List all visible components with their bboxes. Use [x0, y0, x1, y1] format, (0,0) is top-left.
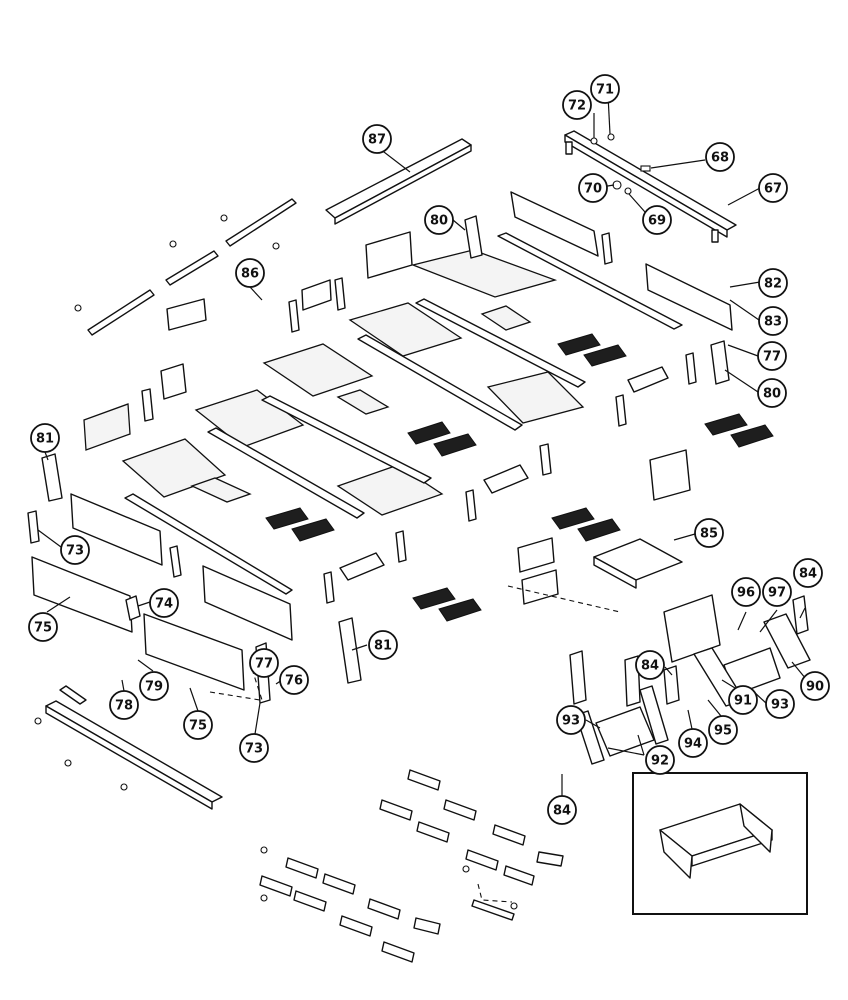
callout-84-bottom: 84 — [547, 795, 577, 825]
callout-93-right: 93 — [765, 689, 795, 719]
callout-75-center: 75 — [183, 710, 213, 740]
callout-75-center-label: 75 — [189, 719, 207, 734]
callout-67: 67 — [758, 173, 788, 203]
callout-72: 72 — [562, 90, 592, 120]
callout-91: 91 — [728, 685, 758, 715]
callout-67-label: 67 — [764, 182, 782, 197]
callout-86-label: 86 — [241, 267, 259, 282]
callout-75-left-label: 75 — [34, 621, 52, 636]
uprights — [27, 215, 730, 704]
callout-79: 79 — [139, 671, 169, 701]
rail-67 — [564, 130, 737, 243]
leader-lines — [37, 94, 807, 796]
callout-94-label: 94 — [684, 737, 702, 752]
callout-78-label: 78 — [115, 699, 133, 714]
callout-81-left: 81 — [30, 423, 60, 453]
parts-drawing — [27, 130, 811, 963]
callout-73-lower-label: 73 — [245, 742, 263, 757]
callout-91-label: 91 — [734, 694, 752, 709]
callout-69-label: 69 — [648, 214, 666, 229]
bottom-rail — [34, 685, 223, 810]
callout-76: 76 — [279, 665, 309, 695]
callout-92: 92 — [645, 745, 675, 775]
callout-68-label: 68 — [711, 151, 729, 166]
callout-69: 69 — [642, 205, 672, 235]
bottom-brackets — [259, 769, 564, 963]
callout-97: 97 — [762, 577, 792, 607]
callout-86: 86 — [235, 258, 265, 288]
callout-96: 96 — [731, 577, 761, 607]
callout-70-label: 70 — [584, 182, 602, 197]
callout-80-lower-label: 80 — [763, 387, 781, 402]
callout-73-lower: 73 — [239, 733, 269, 763]
panels-upper — [166, 191, 733, 331]
callout-81-right-label: 81 — [374, 639, 392, 654]
callout-95-label: 95 — [714, 724, 732, 739]
frame-85 — [517, 449, 691, 605]
bracket-74 — [125, 595, 141, 621]
callout-73-upper: 73 — [60, 535, 90, 565]
callout-71: 71 — [590, 74, 620, 104]
channel-blocks — [339, 366, 669, 581]
callout-71-label: 71 — [596, 83, 614, 98]
callout-77-lower: 77 — [249, 648, 279, 678]
callouts: 87 72 71 68 70 69 67 80 86 82 83 77 80 8… — [28, 74, 830, 825]
callout-96-label: 96 — [737, 586, 755, 601]
callout-76-label: 76 — [285, 674, 303, 689]
callout-74: 74 — [149, 588, 179, 618]
grates — [265, 333, 774, 622]
callout-85: 85 — [694, 518, 724, 548]
callout-83-label: 83 — [764, 315, 782, 330]
dashed-guides — [209, 585, 621, 903]
callout-77-upper: 77 — [757, 341, 787, 371]
callout-72-label: 72 — [568, 99, 586, 114]
callout-80-lower: 80 — [757, 378, 787, 408]
callout-84-top-label: 84 — [799, 567, 817, 582]
callout-97-label: 97 — [768, 586, 786, 601]
callout-87-label: 87 — [368, 133, 386, 148]
callout-93-right-label: 93 — [771, 698, 789, 713]
callout-85-label: 85 — [700, 527, 718, 542]
callout-84-middle-label: 84 — [641, 659, 659, 674]
callout-94: 94 — [678, 728, 708, 758]
callout-95: 95 — [708, 715, 738, 745]
callout-93-left: 93 — [556, 705, 586, 735]
side-panels — [31, 493, 293, 691]
callout-92-label: 92 — [651, 754, 669, 769]
callout-75-left: 75 — [28, 612, 58, 642]
callout-80-upper: 80 — [424, 205, 454, 235]
callout-84-bottom-label: 84 — [553, 804, 571, 819]
callout-81-right: 81 — [368, 630, 398, 660]
callout-93-left-label: 93 — [562, 714, 580, 729]
callout-70: 70 — [578, 173, 608, 203]
callout-73-upper-label: 73 — [66, 544, 84, 559]
callout-80-upper-label: 80 — [430, 214, 448, 229]
callout-82-label: 82 — [764, 277, 782, 292]
callout-87: 87 — [362, 124, 392, 154]
inset-detail — [632, 772, 808, 915]
callout-74-label: 74 — [155, 597, 173, 612]
callout-90: 90 — [800, 671, 830, 701]
perforated-decks — [83, 249, 585, 516]
callout-79-label: 79 — [145, 680, 163, 695]
callout-81-left-label: 81 — [36, 432, 54, 447]
long-bars — [124, 232, 683, 595]
callout-84-top: 84 — [793, 558, 823, 588]
callout-83: 83 — [758, 306, 788, 336]
callout-84-middle: 84 — [635, 650, 665, 680]
callout-90-label: 90 — [806, 680, 824, 695]
small-rails-left — [74, 198, 297, 336]
callout-82: 82 — [758, 268, 788, 298]
callout-78: 78 — [109, 690, 139, 720]
callout-77-upper-label: 77 — [763, 350, 781, 365]
assembly-lower-right — [569, 594, 811, 765]
callout-68: 68 — [705, 142, 735, 172]
rail-87 — [325, 138, 472, 225]
callout-77-lower-label: 77 — [255, 657, 273, 672]
